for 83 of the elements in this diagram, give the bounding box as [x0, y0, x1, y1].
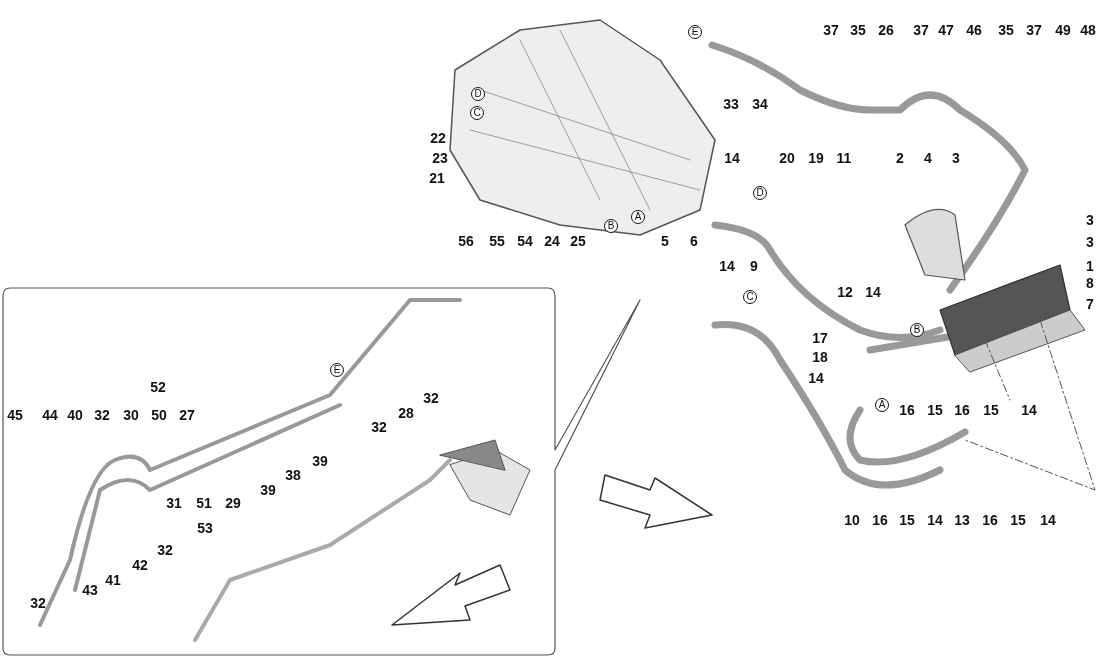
callout-number: 14 [808, 371, 824, 385]
callout-number: 52 [150, 380, 166, 394]
callout-number: 24 [544, 234, 560, 248]
callout-number: 15 [927, 403, 943, 417]
connection-letter: E [688, 25, 702, 39]
callout-number: 34 [752, 97, 768, 111]
connection-letter: D [753, 186, 767, 200]
callout-number: 35 [998, 23, 1014, 37]
callout-number: 53 [197, 521, 213, 535]
callout-number: 19 [808, 151, 824, 165]
callout-number: 10 [844, 513, 860, 527]
callout-number: 39 [260, 483, 276, 497]
callout-number: 56 [458, 234, 474, 248]
callout-number: 14 [719, 259, 735, 273]
callout-number: 37 [913, 23, 929, 37]
callout-number: 50 [151, 408, 167, 422]
callout-number: 32 [371, 420, 387, 434]
callout-number: 31 [166, 496, 182, 510]
callout-number: 32 [30, 596, 46, 610]
callout-number: 14 [1021, 403, 1037, 417]
callout-number: 37 [1026, 23, 1042, 37]
connection-letter: A [875, 398, 889, 412]
callout-number: 48 [1080, 23, 1096, 37]
callout-number: 13 [954, 513, 970, 527]
callout-number: 3 [952, 151, 960, 165]
callout-number: 4 [924, 151, 932, 165]
connection-letter: E [330, 363, 344, 377]
callout-number: 32 [157, 543, 173, 557]
callout-number: 40 [67, 408, 83, 422]
callout-number: 17 [812, 331, 828, 345]
callout-number: 27 [179, 408, 195, 422]
callout-number: 3 [1086, 213, 1094, 227]
callout-number: 25 [570, 234, 586, 248]
callout-number: 20 [779, 151, 795, 165]
callout-number: 9 [750, 259, 758, 273]
callout-number: 44 [42, 408, 58, 422]
callout-number: 14 [927, 513, 943, 527]
callout-number: 16 [954, 403, 970, 417]
connection-letter: B [910, 323, 924, 337]
callout-number: 43 [82, 583, 98, 597]
callout-number: 14 [724, 151, 740, 165]
connection-letter: C [743, 290, 757, 304]
callout-number: 6 [690, 234, 698, 248]
callout-number: 55 [489, 234, 505, 248]
callout-number: 32 [423, 391, 439, 405]
callout-number: 15 [899, 513, 915, 527]
callout-number: 16 [872, 513, 888, 527]
callout-number: 35 [850, 23, 866, 37]
callout-number: 49 [1055, 23, 1071, 37]
callout-number: 8 [1086, 276, 1094, 290]
callout-number: 2 [896, 151, 904, 165]
callout-number: 1 [1086, 259, 1094, 273]
callout-number: 38 [285, 468, 301, 482]
callout-number: 54 [517, 234, 533, 248]
callout-number: 23 [432, 151, 448, 165]
callout-number: 29 [225, 496, 241, 510]
callout-number: 42 [132, 558, 148, 572]
callout-number: 32 [94, 408, 110, 422]
callout-number: 15 [983, 403, 999, 417]
callout-number: 14 [1040, 513, 1056, 527]
callout-number: 16 [899, 403, 915, 417]
callout-number: 51 [196, 496, 212, 510]
callout-number: 47 [938, 23, 954, 37]
callout-number: 46 [966, 23, 982, 37]
callout-number: 21 [429, 171, 445, 185]
callout-number: 11 [836, 151, 852, 165]
callout-number: 22 [430, 131, 446, 145]
callout-number: 3 [1086, 235, 1094, 249]
callout-number: 41 [105, 573, 121, 587]
callout-number: 12 [837, 285, 853, 299]
callout-number: 28 [398, 406, 414, 420]
callout-number: 7 [1086, 297, 1094, 311]
callout-number: 18 [812, 350, 828, 364]
callout-number: 39 [312, 454, 328, 468]
callout-number: 26 [878, 23, 894, 37]
callout-number: 5 [661, 234, 669, 248]
callout-number: 16 [982, 513, 998, 527]
callout-number: 30 [123, 408, 139, 422]
callout-number: 33 [723, 97, 739, 111]
callout-number: 45 [7, 408, 23, 422]
callout-number: 14 [865, 285, 881, 299]
callout-number: 15 [1010, 513, 1026, 527]
callout-number: 37 [823, 23, 839, 37]
